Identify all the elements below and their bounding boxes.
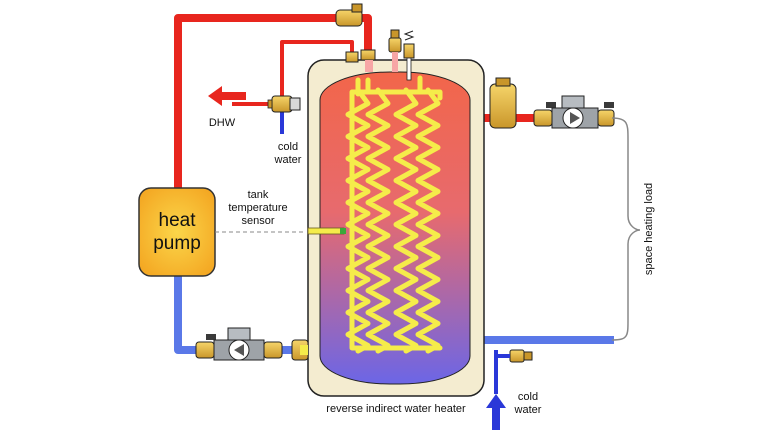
mixing-valve-icon [267, 95, 301, 113]
cold-water-bottom-label-line2: water [514, 404, 542, 416]
valve-icon [597, 109, 615, 127]
dhw-nipple [345, 51, 359, 63]
valve-icon [263, 341, 283, 359]
heat-pump: heat pump [138, 187, 216, 277]
heat-exchanger-coil [345, 75, 443, 354]
valve-handle [546, 102, 556, 108]
air-vent-icon [388, 29, 402, 72]
arrow-up-icon [486, 394, 506, 430]
heat-pump-supply-pipe [174, 14, 372, 190]
arrow-left-icon [208, 86, 246, 106]
pump-icon [195, 327, 309, 361]
pump-motor [561, 95, 585, 109]
cold-water-top-label-line2: water [274, 154, 302, 166]
tank-temperature-sensor [215, 227, 346, 235]
load-bracket [611, 117, 641, 341]
heat-pump-label-line1: heat [159, 210, 197, 231]
valve-icon [533, 109, 553, 127]
pump-motor [227, 327, 251, 341]
pump-icon [489, 77, 615, 129]
tank-sensor-label-line1: tank [248, 189, 269, 201]
valve-icon [195, 341, 215, 359]
supply-stub [365, 60, 373, 72]
tank-sensor-label-line3: sensor [241, 215, 274, 227]
cold-water-top-label-line1: cold [278, 141, 298, 153]
pump-direction-arrow [570, 112, 580, 124]
tank-name-label: reverse indirect water heater [326, 403, 466, 415]
heat-pump-label-line2: pump [153, 233, 201, 254]
sensor-well [307, 227, 345, 235]
supply-nipple [360, 49, 376, 61]
check-valve-icon [335, 3, 363, 27]
drain-valve-icon [496, 349, 533, 363]
tank-top-fittings [345, 29, 415, 81]
space-heating-load-label: space heating load [643, 183, 655, 275]
heat-pump-box [138, 187, 216, 277]
air-separator [489, 83, 517, 129]
relief-valve-icon [403, 30, 415, 81]
cold-water-bottom-label-line1: cold [518, 391, 538, 403]
valve-handle [604, 102, 614, 108]
coil-windings [345, 75, 443, 354]
tank-sensor-label-line2: temperature [228, 202, 287, 214]
air-separator-vent [495, 77, 511, 87]
valve-handle [206, 334, 216, 340]
dhw-label: DHW [209, 117, 236, 129]
sensor-tip [340, 228, 346, 234]
return-stub [300, 345, 308, 355]
pump-direction-arrow [234, 344, 244, 356]
